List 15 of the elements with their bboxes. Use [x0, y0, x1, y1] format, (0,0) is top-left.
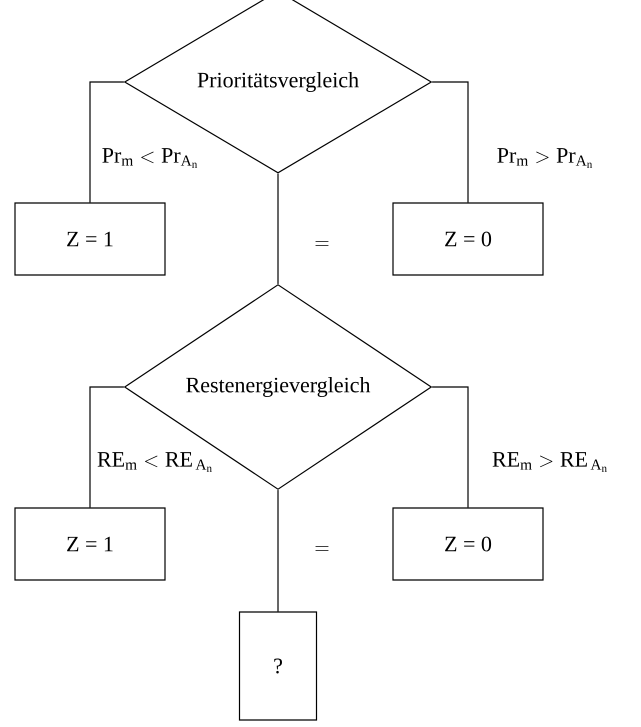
- edge-label: $\mathrm{RE}_{\mathrm{m}} > \mathrm{RE}_{\,\mathrm{A}_{\mathrm{n}}}$: [490, 451, 610, 473]
- connector-line: [277, 490, 279, 612]
- edge-label: $=$: [314, 240, 330, 250]
- process-box: Z = 0: [392, 202, 544, 276]
- process-box: Z = 1: [14, 507, 166, 581]
- connector-line: [89, 386, 124, 508]
- connector-line: [89, 81, 124, 202]
- edge-label: $=$: [314, 545, 330, 555]
- edge-label: $\mathrm{Pr}_{\mathrm{m}} > \mathrm{Pr}_{\mathrm{A}_{\mathrm{n}}}$: [496, 147, 594, 169]
- process-box: Z = 1: [14, 202, 166, 276]
- process-box: Z = 0: [392, 507, 544, 581]
- process-box: ?: [238, 611, 318, 721]
- connector-line: [432, 386, 469, 508]
- connector-line: [277, 174, 279, 284]
- connector-line: [432, 81, 469, 202]
